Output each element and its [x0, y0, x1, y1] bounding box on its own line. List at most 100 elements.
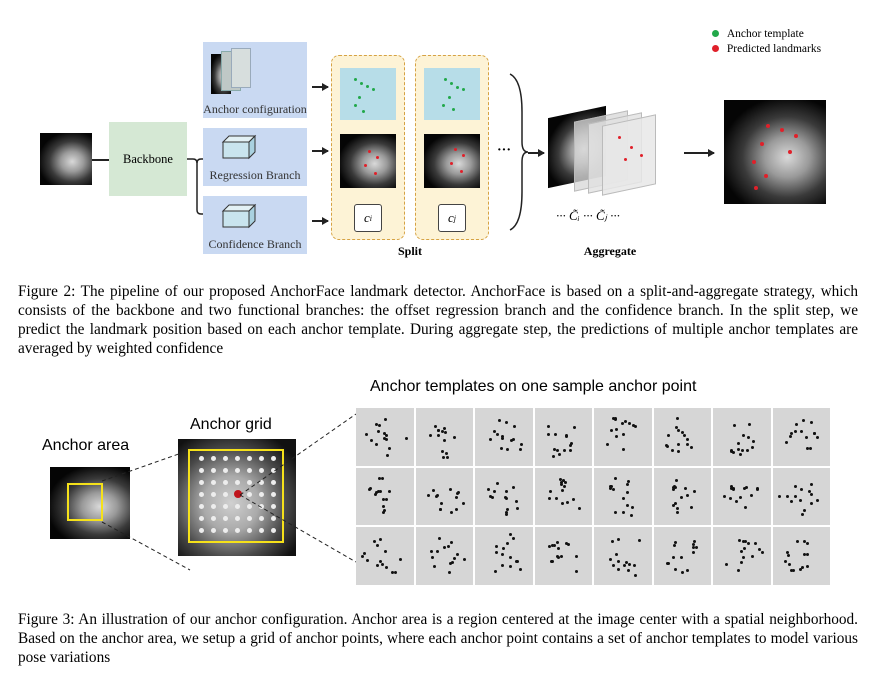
figure-3: Anchor templates on one sample anchor po…: [0, 370, 895, 600]
template-landmark: [393, 571, 397, 575]
template-landmark: [385, 566, 389, 570]
template-landmark: [437, 428, 441, 432]
template-landmark: [500, 434, 504, 438]
template-landmark: [380, 477, 384, 481]
anchor-stack-image: [211, 48, 251, 94]
template-landmark: [611, 564, 615, 568]
template-landmark: [383, 431, 387, 435]
template-landmark: [435, 549, 439, 553]
template-landmark: [674, 501, 678, 505]
anchor-template-cell: [415, 467, 473, 525]
template-landmark: [559, 555, 563, 559]
legend-anchor-template: Anchor template: [712, 27, 821, 42]
template-landmark: [504, 490, 508, 494]
template-landmark: [504, 420, 508, 424]
template-landmark: [792, 568, 796, 572]
zoom-connector: [101, 449, 191, 571]
template-landmark: [386, 454, 390, 458]
split-ellipsis: ···: [497, 143, 512, 158]
template-landmark: [515, 506, 519, 510]
template-landmark: [508, 564, 512, 568]
template-landmark: [795, 540, 799, 544]
template-landmark: [559, 483, 563, 487]
template-landmark: [744, 486, 748, 490]
template-landmark: [494, 569, 498, 573]
template-landmark: [683, 486, 687, 490]
template-landmark: [574, 569, 578, 573]
template-landmark: [801, 513, 805, 517]
template-landmark: [430, 556, 434, 560]
template-landmark: [627, 480, 631, 484]
template-landmark: [627, 421, 631, 425]
template-landmark: [611, 417, 615, 421]
template-landmark: [675, 425, 679, 429]
template-landmark: [810, 420, 814, 424]
template-landmark: [557, 556, 561, 559]
template-landmark: [627, 563, 631, 567]
template-landmark: [450, 510, 454, 514]
anchor-template-cell: [772, 467, 830, 525]
template-landmark: [368, 487, 372, 491]
template-landmark: [505, 513, 509, 517]
template-landmark: [513, 425, 517, 429]
anchor-template-cell: [713, 527, 771, 585]
template-landmark: [456, 553, 460, 557]
template-landmark: [676, 428, 680, 432]
regression-branch-label: Regression Branch: [209, 168, 301, 182]
anchor-template-cell: [594, 467, 652, 525]
template-landmark: [391, 571, 395, 575]
template-landmark: [552, 455, 556, 459]
template-landmark: [752, 440, 756, 444]
template-landmark: [365, 433, 369, 437]
template-landmark: [615, 434, 619, 438]
template-landmark: [496, 433, 500, 437]
template-landmark: [614, 553, 618, 557]
template-landmark: [790, 568, 794, 572]
legend-predicted-landmarks: Predicted landmarks: [712, 42, 821, 57]
template-landmark: [435, 493, 439, 497]
aggregate-formula: ··· C̃ᵢ ··· C̃ⱼ ···: [556, 208, 620, 223]
anchor-grid-highlight: [188, 449, 284, 543]
template-landmark: [674, 540, 678, 544]
template-landmark: [692, 540, 696, 544]
template-landmark: [745, 449, 749, 453]
template-landmark: [431, 488, 435, 492]
template-landmark: [626, 491, 630, 495]
template-landmark: [508, 533, 512, 537]
grid-points: [196, 453, 280, 537]
template-landmark: [518, 567, 522, 571]
template-landmark: [549, 490, 553, 494]
confidence-branch-label: Confidence Branch: [208, 237, 302, 251]
template-landmark: [563, 485, 567, 489]
template-landmark: [729, 449, 733, 453]
template-landmark: [806, 553, 810, 557]
template-landmark: [572, 498, 576, 502]
template-landmark: [367, 488, 371, 492]
template-landmark: [729, 485, 733, 489]
template-landmark: [632, 424, 636, 428]
template-landmark: [561, 501, 565, 505]
template-landmark: [553, 433, 557, 437]
template-landmark: [743, 540, 747, 544]
template-landmark: [561, 488, 565, 492]
template-landmark: [813, 432, 817, 436]
aggregate-label: Aggregate: [583, 244, 637, 258]
template-landmark: [509, 438, 513, 442]
figure-2: Backbone Anchor configuration Regression…: [0, 0, 895, 270]
template-landmark: [616, 560, 620, 564]
template-landmark: [562, 449, 566, 453]
template-landmark: [559, 477, 563, 481]
template-landmark: [384, 497, 388, 501]
template-landmark: [609, 429, 613, 433]
template-landmark: [746, 435, 750, 439]
figure-2-caption: Figure 2: The pipeline of our proposed A…: [18, 283, 858, 357]
split-label: Split: [397, 244, 422, 258]
template-landmark: [622, 510, 626, 514]
template-landmark: [515, 500, 519, 504]
cube-icon: [221, 203, 257, 229]
template-landmark: [557, 453, 561, 457]
template-landmark: [450, 541, 454, 545]
template-landmark: [800, 566, 804, 570]
template-landmark: [750, 494, 754, 498]
